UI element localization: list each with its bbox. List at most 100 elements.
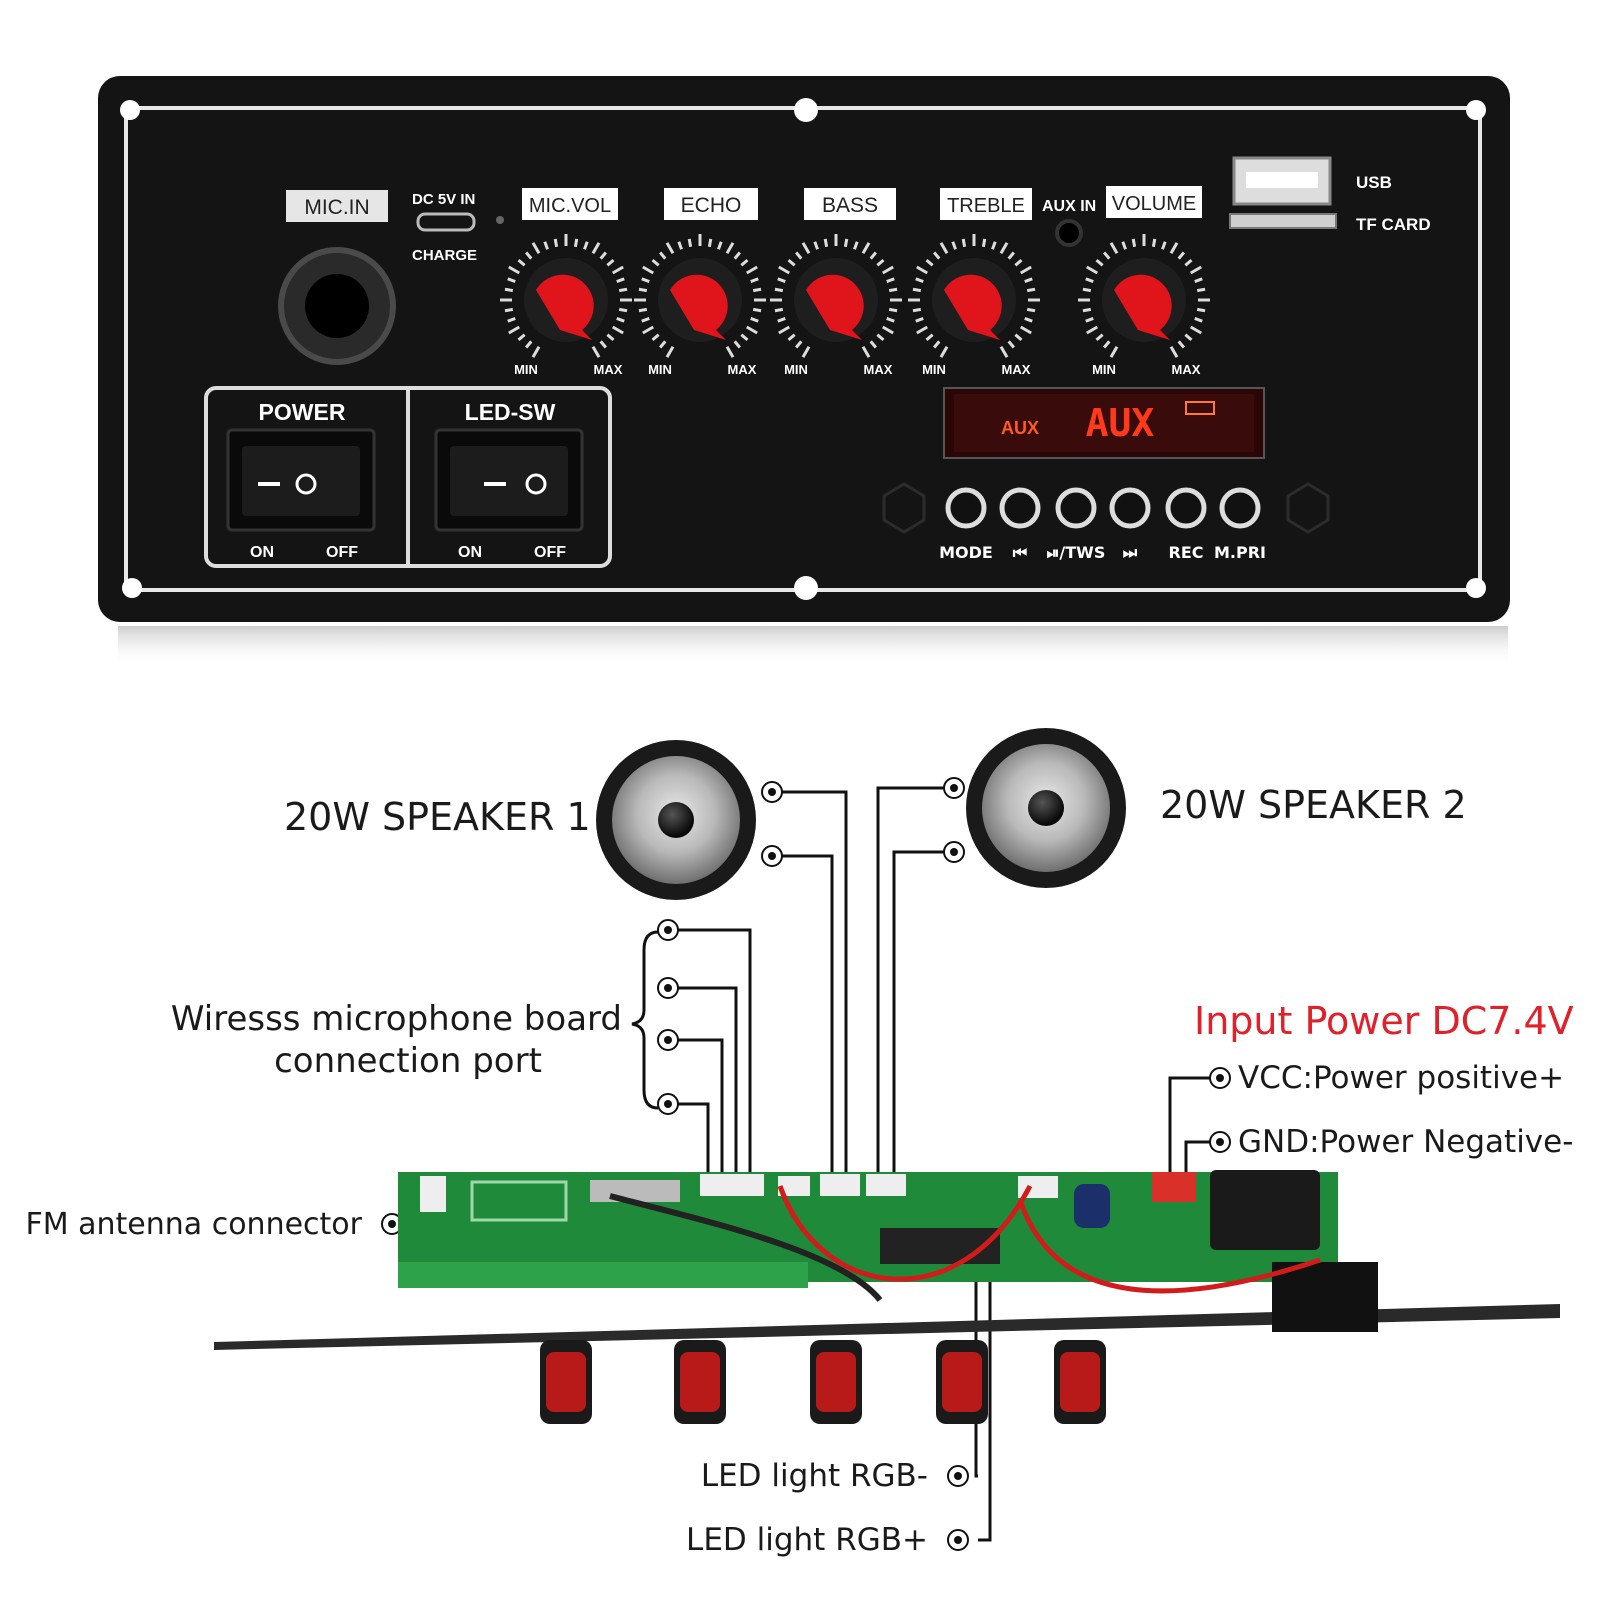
aux-in-jack[interactable]: [1055, 219, 1083, 247]
rec-button[interactable]: [1165, 487, 1207, 529]
knob-tick: [882, 325, 894, 335]
knob-tick: [1184, 333, 1193, 342]
next-button-label: ⏭: [1123, 543, 1138, 562]
speaker-1-dustcap: [658, 802, 694, 838]
knob-tick: [504, 307, 514, 313]
knob-tick: [1007, 340, 1016, 349]
mode-button[interactable]: [945, 487, 987, 529]
knob-tick: [1196, 307, 1206, 313]
knob-tick: [665, 242, 675, 254]
terminal-marker-dot: [664, 1100, 672, 1108]
next-button[interactable]: [1109, 487, 1151, 529]
knob-tick: [1085, 277, 1094, 283]
speaker-2-dustcap: [1028, 790, 1064, 826]
screw-hole: [794, 98, 818, 122]
treble-label: TREBLE: [947, 195, 1025, 217]
pcb-daughter-board: [398, 1262, 808, 1288]
rgb-connector[interactable]: [778, 1176, 810, 1196]
knob-shaft-cap: [816, 1352, 856, 1412]
knob-tick: [591, 346, 601, 358]
mic-board-connector[interactable]: [700, 1174, 764, 1196]
knob-tick: [794, 340, 803, 349]
knob-tick: [750, 317, 759, 323]
knob-tick: [1024, 277, 1033, 283]
knob-tick: [774, 307, 784, 313]
screw-hole: [122, 578, 142, 598]
knob-tick: [876, 258, 885, 267]
fm-antenna-connector[interactable]: [420, 1176, 446, 1212]
knob-tick: [1020, 325, 1032, 335]
knob-tick: [504, 287, 514, 293]
speaker-1-connector[interactable]: [820, 1174, 860, 1196]
terminal-marker-dot: [664, 1036, 672, 1044]
knob-tick: [869, 251, 878, 260]
knob-tick: [861, 346, 871, 358]
knob-tick: [517, 333, 526, 342]
knob-tick: [583, 241, 589, 250]
knob-tick: [642, 325, 654, 335]
prev-button-label: ⏮: [1013, 543, 1027, 562]
knob-tick: [1121, 241, 1127, 250]
power-on-label: ON: [250, 544, 274, 561]
knob-tick: [618, 287, 628, 293]
knob-tick: [912, 287, 922, 293]
black-wire: [609, 1193, 883, 1302]
terminal-marker-dot: [1216, 1138, 1224, 1146]
knob-tick: [886, 277, 895, 283]
knob-tick: [746, 325, 758, 335]
amplifier-front-panel: MIC.IN DC 5V IN CHARGE MIC.VOL ECHO BASS…: [98, 76, 1510, 666]
knob-tick: [641, 317, 650, 323]
mic-port-brace: [631, 930, 659, 1110]
mpri-button[interactable]: [1219, 487, 1261, 529]
knob-min-label: MIN: [922, 362, 946, 377]
knob-tick: [1177, 340, 1186, 349]
wiring-diagram: 20W SPEAKER 1 20W SPEAKER 2 Wiresss micr…: [25, 728, 1574, 1558]
charge-label: CHARGE: [412, 247, 477, 264]
usb-c-port[interactable]: [416, 212, 476, 232]
knob-min-label: MIN: [648, 362, 672, 377]
speaker-2-connector[interactable]: [866, 1174, 906, 1196]
terminal-marker-dot: [664, 984, 672, 992]
volume-label-box: [1106, 186, 1202, 218]
knob-tick: [794, 251, 803, 260]
mic-vol-label-box: [522, 188, 618, 220]
screw-hole: [1466, 578, 1486, 598]
knob-tick: [778, 265, 790, 275]
terminal-marker-dot: [388, 1220, 396, 1228]
knob-tick: [853, 241, 859, 250]
echo-label: ECHO: [681, 194, 742, 217]
knob-tick: [1014, 258, 1023, 267]
knob-tick: [915, 277, 924, 283]
knob-tick: [725, 346, 735, 358]
knob-tick: [939, 242, 949, 254]
power-input-connector[interactable]: [1152, 1172, 1196, 1202]
knob-tick: [925, 333, 934, 342]
bluetooth-antenna: [470, 1180, 568, 1222]
wires: [406, 786, 1216, 1542]
knob-tick: [733, 340, 742, 349]
knob-tick: [861, 242, 871, 254]
play-tws-button[interactable]: [1055, 487, 1097, 529]
hex-nut-right: [1286, 482, 1330, 534]
terminal-marker-dot: [768, 852, 776, 860]
tf-card-slot[interactable]: [1229, 213, 1337, 229]
knob-tick: [1095, 258, 1104, 267]
knob-tick: [1151, 238, 1157, 248]
knob-tick: [888, 287, 898, 293]
off-symbol-icon: [295, 473, 317, 495]
knob-tick: [531, 346, 541, 358]
prev-button[interactable]: [999, 487, 1041, 529]
terminal-marker-dot: [950, 848, 958, 856]
mic-in-label-box: [286, 190, 388, 222]
knob-tick: [524, 340, 533, 349]
knob-tick: [813, 241, 819, 250]
knob-tick: [591, 242, 601, 254]
knob-shaft-cap: [1060, 1352, 1100, 1412]
knob-tick: [981, 238, 987, 248]
speaker-2-label: 20W SPEAKER 2: [1160, 783, 1467, 827]
